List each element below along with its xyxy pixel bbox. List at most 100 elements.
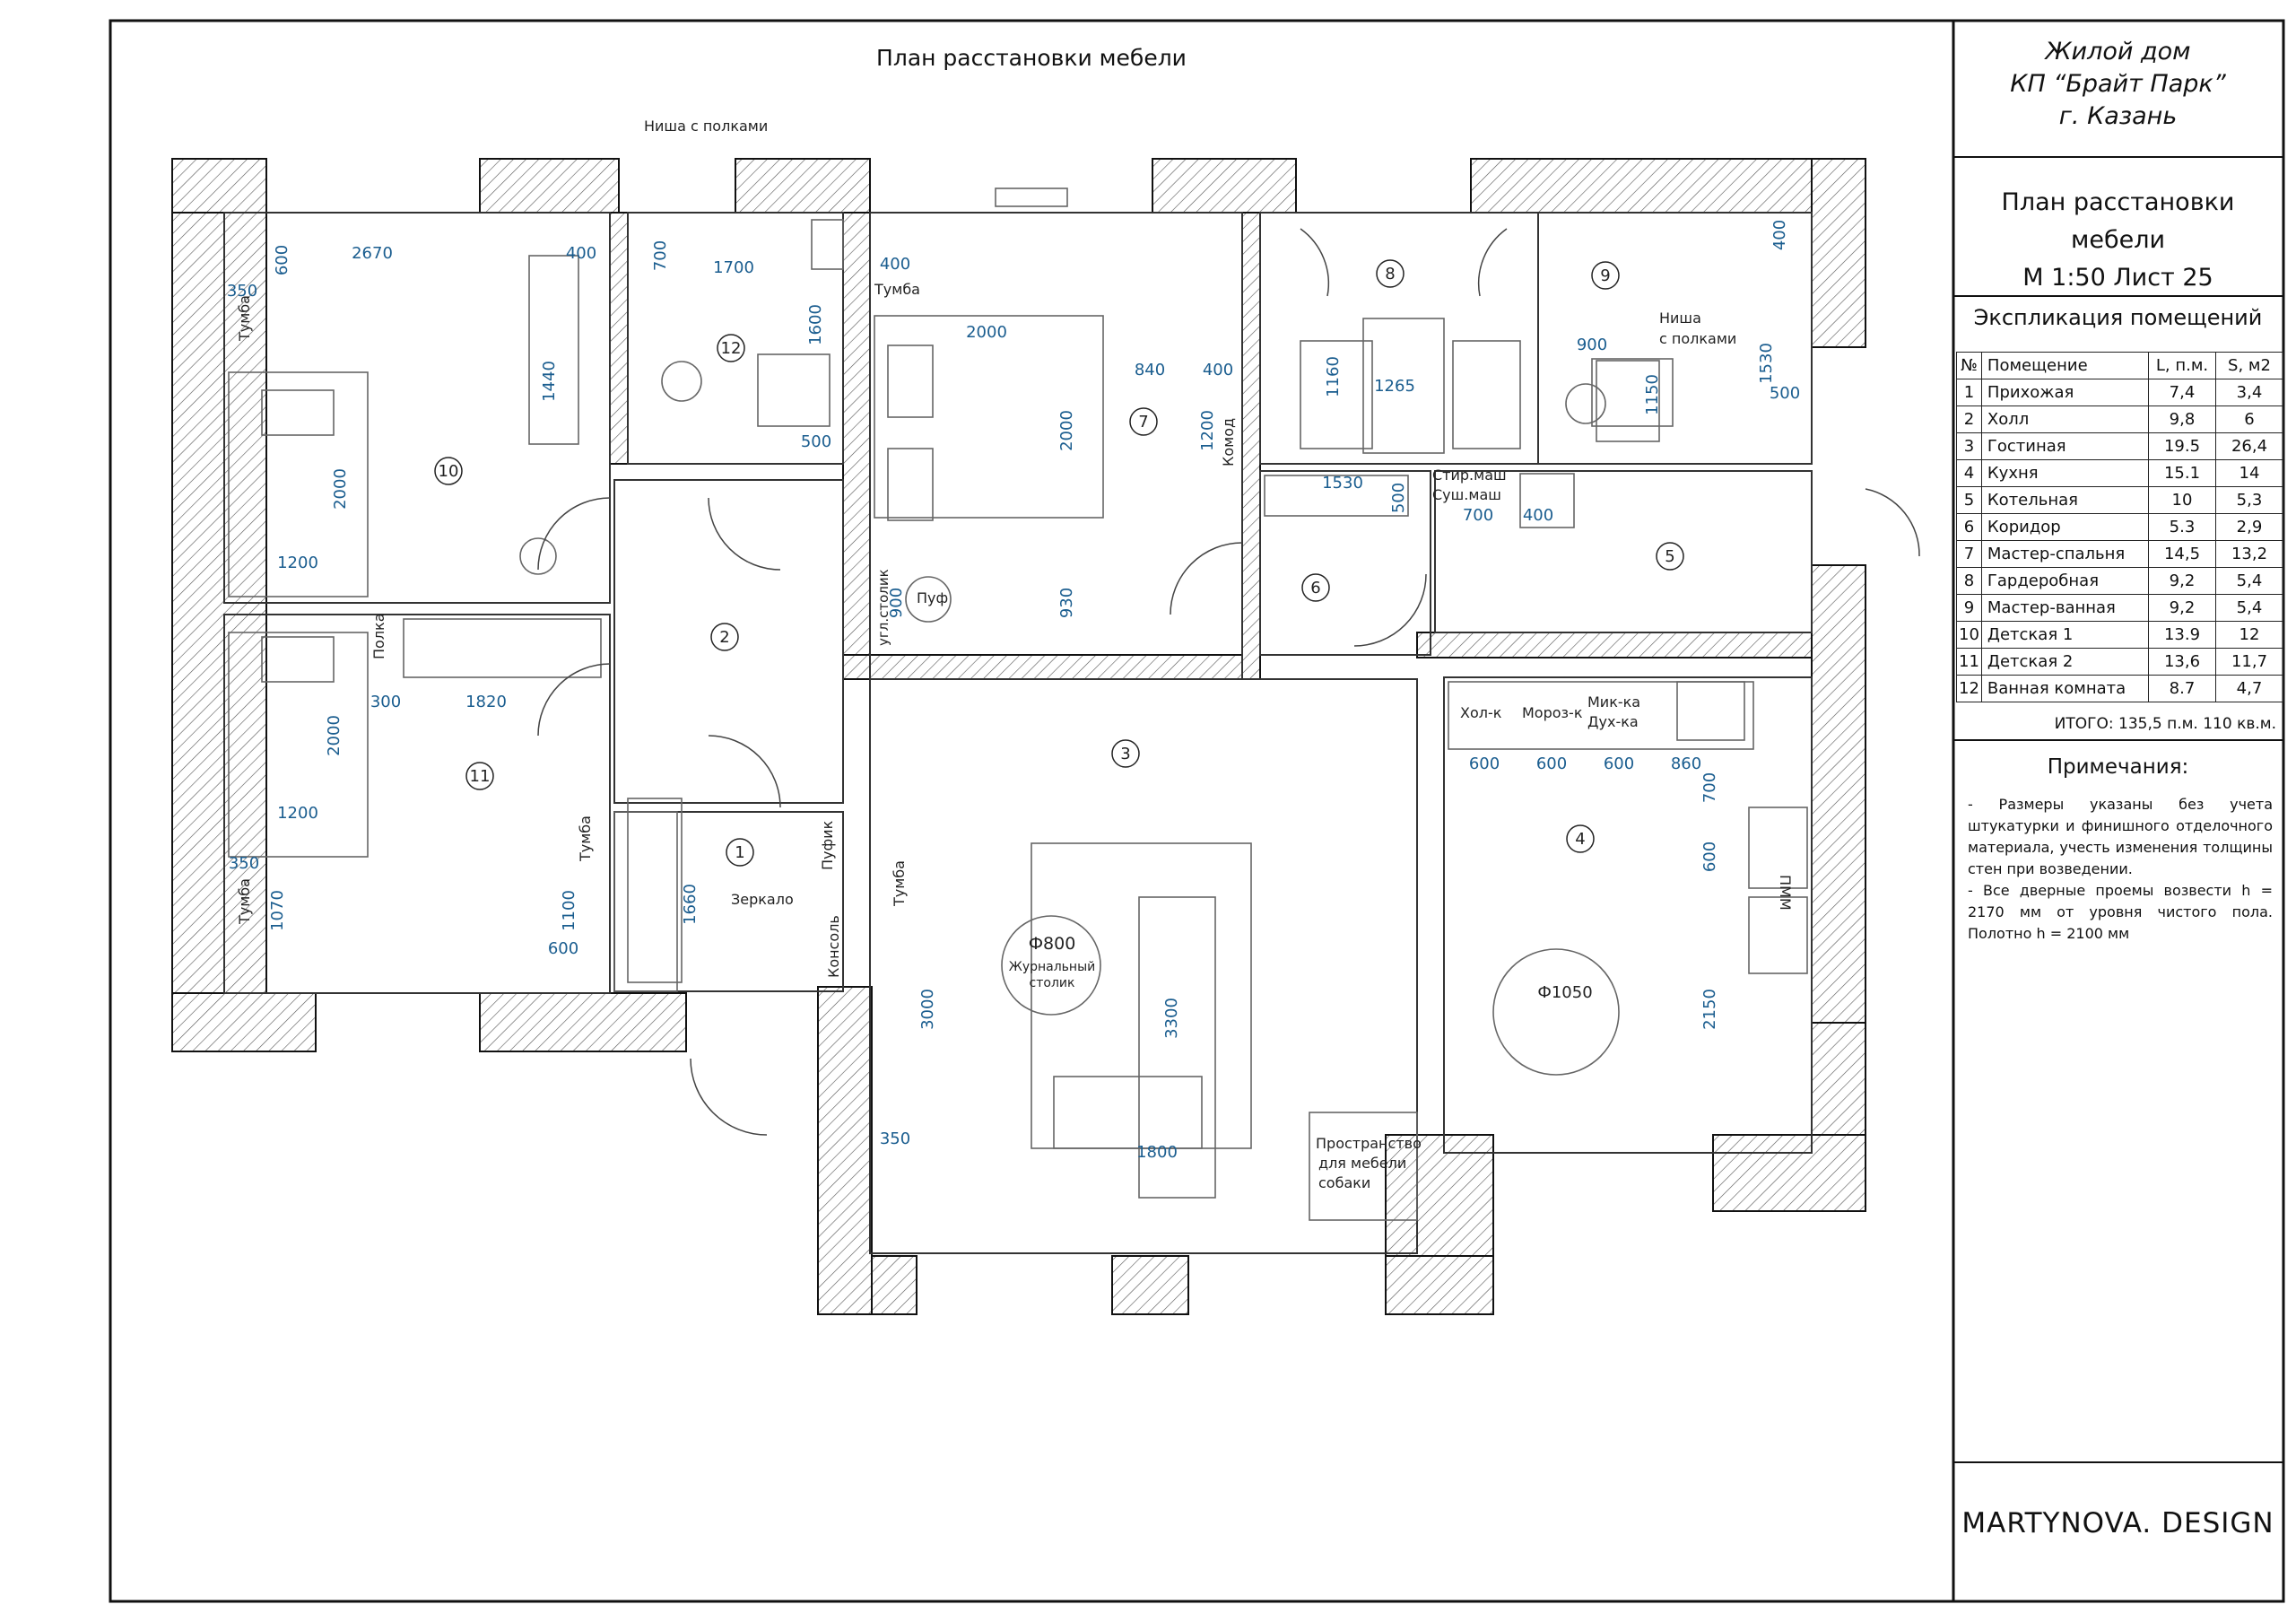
label-zerkalo: Зеркало xyxy=(731,891,794,908)
label-coffee-table-1: Журнальный xyxy=(1009,960,1096,974)
project-title-block: Жилой дом КП “Брайт Парк” г. Казань xyxy=(1953,36,2283,133)
notes-title: Примечания: xyxy=(2047,755,2189,779)
room-area: 3,4 xyxy=(2215,379,2283,406)
drawing-frame xyxy=(109,19,2285,1603)
room-area: 13,2 xyxy=(2215,540,2283,568)
label-tumba-11b: Тумба xyxy=(577,815,594,862)
label-niche-shelves: Ниша с полками xyxy=(644,118,768,135)
room-area: 6 xyxy=(2215,406,2283,433)
dim-500-a: 500 xyxy=(801,432,831,451)
label-sush-mash: Суш.маш xyxy=(1432,486,1501,503)
room-no: 2 xyxy=(1956,406,1982,433)
label-coffee-diam: Ф800 xyxy=(1029,934,1076,954)
label-komod: Комод xyxy=(1220,418,1237,467)
dim-930: 930 xyxy=(1057,588,1076,618)
room-outlines xyxy=(223,212,1813,1254)
dim-400-a: 400 xyxy=(566,244,596,263)
room-no: 10 xyxy=(1956,621,1982,649)
dim-1150: 1150 xyxy=(1643,374,1662,415)
notes-body: - Размеры указаны без учета штукатурки и… xyxy=(1968,794,2273,945)
dim-1160: 1160 xyxy=(1324,356,1343,397)
label-duh-ka: Дух-ка xyxy=(1587,713,1639,730)
col-area: S, м2 xyxy=(2215,352,2283,379)
kitchen-dim-600-d: 600 xyxy=(1700,842,1719,872)
dim-600-a: 600 xyxy=(273,245,291,275)
dim-500-c: 500 xyxy=(1770,384,1800,403)
label-puf: Пуф xyxy=(917,589,948,606)
room-no: 7 xyxy=(1956,540,1982,568)
room-number-9: 9 xyxy=(1600,266,1610,285)
dim-840: 840 xyxy=(1135,361,1165,379)
room-number-10: 10 xyxy=(439,462,459,481)
dim-1265: 1265 xyxy=(1374,377,1415,396)
dim-1200-c: 1200 xyxy=(277,804,318,823)
room-area: 12 xyxy=(2215,621,2283,649)
label-with-shelves: с полками xyxy=(1659,330,1736,347)
room-no: 4 xyxy=(1956,459,1982,487)
dim-1200-b: 1200 xyxy=(1198,410,1217,451)
label-coffee-table-2: столик xyxy=(1030,976,1075,990)
room-length: 9,2 xyxy=(2148,594,2216,622)
label-tumba-11a: Тумба xyxy=(236,878,253,925)
dim-1530-a: 1530 xyxy=(1322,474,1363,493)
kitchen-dim-600-c: 600 xyxy=(1604,754,1634,773)
room-area: 5,4 xyxy=(2215,567,2283,595)
project-line-1: Жилой дом xyxy=(2045,38,2191,65)
room-no: 12 xyxy=(1956,675,1982,702)
room-name: Кухня xyxy=(1980,459,2150,487)
label-ugl-stolik: угл.столик xyxy=(875,569,891,646)
note-2: - Все дверные проемы возвести h = 2170 м… xyxy=(1968,882,2273,942)
dim-1600: 1600 xyxy=(806,304,825,345)
explication-total: ИТОГО: 135,5 п.м. 110 кв.м. xyxy=(2054,715,2276,733)
dim-2000-d: 2000 xyxy=(325,715,344,756)
room-no: 3 xyxy=(1956,432,1982,460)
room-area: 11,7 xyxy=(2215,648,2283,676)
label-niche: Ниша xyxy=(1659,310,1701,327)
dim-400-c: 400 xyxy=(1203,361,1233,379)
kitchen-dim-600-b: 600 xyxy=(1536,754,1567,773)
room-number-4: 4 xyxy=(1575,830,1585,849)
label-tumba-3: Тумба xyxy=(891,860,908,907)
dim-400-b: 400 xyxy=(880,255,910,274)
dim-350-c: 350 xyxy=(880,1129,910,1148)
dim-1660: 1660 xyxy=(681,884,700,925)
room-length: 19.5 xyxy=(2148,432,2216,460)
dim-1100: 1100 xyxy=(560,890,578,931)
sheet-scale: М 1:50 Лист 25 xyxy=(2022,264,2213,292)
plan-caption: План расстановки мебели xyxy=(876,45,1187,71)
sheet-title-block: План расстановки мебели М 1:50 Лист 25 xyxy=(1953,184,2283,297)
room-no: 6 xyxy=(1956,513,1982,541)
dim-1440: 1440 xyxy=(540,361,559,402)
label-tumba-10: Тумба xyxy=(236,295,253,342)
dim-600-b: 600 xyxy=(548,939,578,958)
room-name: Детская 2 xyxy=(1980,648,2150,676)
label-polka: Полка xyxy=(370,613,387,659)
dim-400-e: 400 xyxy=(1770,220,1789,250)
dim-350-a: 350 xyxy=(227,282,257,301)
room-length: 15.1 xyxy=(2148,459,2216,487)
room-area: 14 xyxy=(2215,459,2283,487)
dim-700-b: 700 xyxy=(1463,506,1493,525)
room-name: Мастер-спальня xyxy=(1980,540,2150,568)
dim-1530-b: 1530 xyxy=(1757,343,1776,384)
dim-1820: 1820 xyxy=(465,693,507,711)
label-dog-space-3: собаки xyxy=(1318,1174,1370,1191)
room-area: 2,9 xyxy=(2215,513,2283,541)
dim-350-b: 350 xyxy=(229,854,259,873)
dim-2670: 2670 xyxy=(352,244,393,263)
room-area: 4,7 xyxy=(2215,675,2283,702)
dim-2000-c: 2000 xyxy=(1057,410,1076,451)
project-line-3: г. Казань xyxy=(2058,102,2178,130)
room-length: 9,8 xyxy=(2148,406,2216,433)
room-number-3: 3 xyxy=(1120,745,1130,763)
dim-300: 300 xyxy=(370,693,401,711)
room-name: Гостиная xyxy=(1980,432,2150,460)
room-number-2: 2 xyxy=(719,628,729,647)
label-hol-k: Хол-к xyxy=(1460,704,1502,721)
